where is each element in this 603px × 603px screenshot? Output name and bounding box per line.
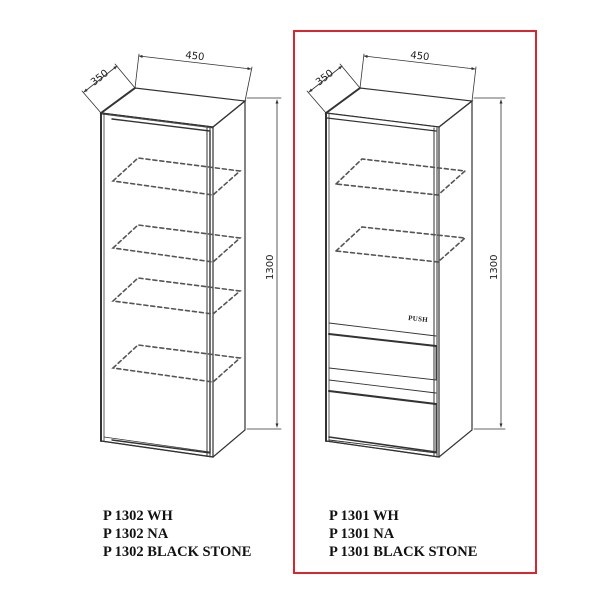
cabinet-left-side bbox=[212, 99, 246, 458]
model-code: P 1302 BLACK STONE bbox=[103, 544, 252, 560]
shelf-2 bbox=[334, 226, 467, 263]
model-code: P 1301 BLACK STONE bbox=[329, 544, 478, 560]
dimension-width-right bbox=[359, 53, 477, 102]
door-bottom-edge bbox=[328, 322, 437, 337]
dimension-height-left bbox=[246, 97, 282, 430]
model-code: P 1301 WH bbox=[329, 508, 399, 524]
dimension-height-right bbox=[473, 97, 506, 430]
model-code: P 1302 WH bbox=[103, 508, 173, 524]
shelf-1 bbox=[111, 157, 242, 196]
height-label-left: 1300 bbox=[265, 255, 276, 280]
model-list-right: P 1301 WH P 1301 NA P 1301 BLACK STONE bbox=[329, 507, 477, 561]
cabinet-right-side bbox=[438, 99, 473, 458]
shelf-3 bbox=[111, 277, 242, 315]
dimension-depth-left bbox=[81, 63, 136, 114]
width-label-left: 450 bbox=[185, 50, 205, 63]
height-label-right: 1300 bbox=[489, 255, 500, 280]
depth-label-left: 350 bbox=[89, 68, 111, 88]
selected-product-frame bbox=[293, 30, 537, 574]
dimension-width-left bbox=[134, 53, 253, 102]
dimension-depth-right bbox=[306, 63, 361, 114]
model-list-left: P 1302 WH P 1302 NA P 1302 BLACK STONE bbox=[103, 507, 251, 561]
width-label-right: 450 bbox=[410, 50, 430, 63]
shelves-left bbox=[111, 157, 242, 383]
cabinet-left bbox=[81, 53, 282, 458]
cabinet-right bbox=[306, 53, 506, 458]
model-code: P 1301 NA bbox=[329, 526, 395, 542]
model-code: P 1302 NA bbox=[103, 526, 169, 542]
push-label: PUSH bbox=[408, 314, 429, 324]
shelves-right bbox=[334, 158, 467, 263]
shelf-2 bbox=[111, 224, 242, 263]
shelf-1 bbox=[334, 158, 467, 196]
shelf-4 bbox=[111, 344, 242, 383]
